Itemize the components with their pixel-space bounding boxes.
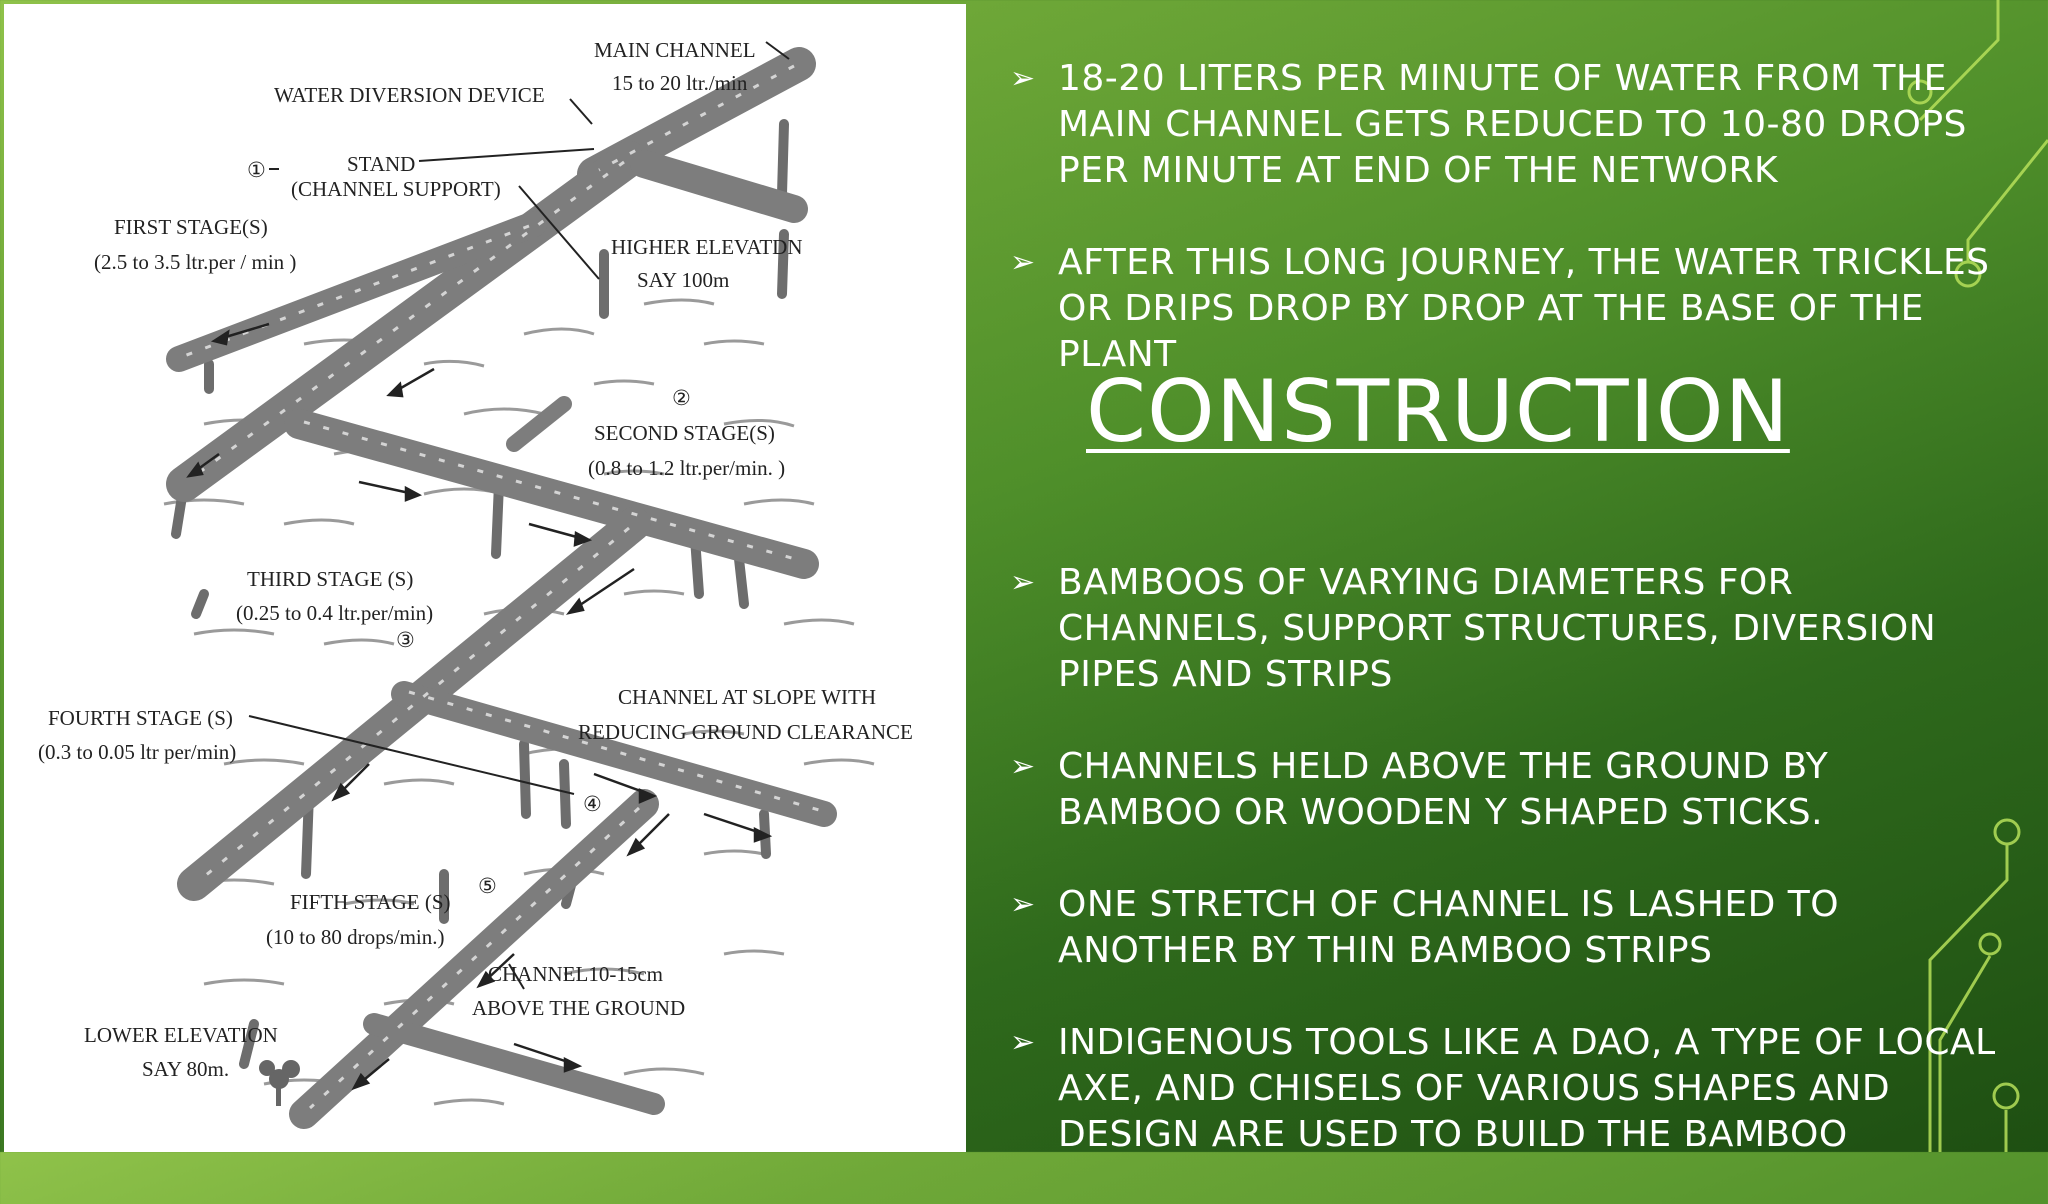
bamboo-texture bbox=[183, 64, 820, 1110]
label-first-stage: FIRST STAGE(S) bbox=[114, 215, 268, 239]
label-channel-height: CHANNEL10-15cm bbox=[488, 962, 663, 986]
label-stand: STAND bbox=[347, 152, 415, 176]
label-lower-elevation: LOWER ELEVATION bbox=[84, 1023, 278, 1047]
bullet-text: 18-20 LITERS PER MINUTE OF WATER FROM TH… bbox=[1058, 58, 1967, 191]
label-say-80m: SAY 80m. bbox=[142, 1057, 229, 1081]
label-channel-slope: CHANNEL AT SLOPE WITH bbox=[618, 685, 876, 709]
label-third-number: ③ bbox=[396, 628, 415, 652]
label-first-rate: (2.5 to 3.5 ltr.per / min ) bbox=[94, 250, 296, 274]
bottom-bullet-list: ➢ BAMBOOS OF VARYING DIAMETERS FOR CHANN… bbox=[1010, 560, 2000, 1204]
label-fifth-rate: (10 to 80 drops/min.) bbox=[266, 925, 445, 949]
bamboo-channels bbox=[166, 47, 837, 1129]
label-channel-support: (CHANNEL SUPPORT) bbox=[291, 177, 501, 201]
label-stand-number: ① bbox=[247, 158, 266, 182]
label-reducing-clearance: REDUCING GROUND CLEARANCE bbox=[578, 720, 913, 744]
label-third-stage: THIRD STAGE (S) bbox=[247, 567, 413, 591]
label-say-100m: SAY 100m bbox=[637, 268, 729, 292]
label-third-rate: (0.25 to 0.4 ltr.per/min) bbox=[236, 601, 433, 625]
label-fourth-number: ④ bbox=[583, 792, 602, 816]
label-higher-elevation: HIGHER ELEVATDN bbox=[611, 235, 803, 259]
slide-heading: CONSTRUCTION bbox=[1086, 362, 1790, 462]
bullet-item: ➢ CHANNELS HELD ABOVE THE GROUND BY BAMB… bbox=[1010, 744, 2000, 836]
arrow-bullet-icon: ➢ bbox=[1010, 565, 1036, 600]
bullet-text: CHANNELS HELD ABOVE THE GROUND BY BAMBOO… bbox=[1058, 746, 1829, 833]
bullet-item: ➢ ONE STRETCH OF CHANNEL IS LASHED TO AN… bbox=[1010, 882, 2000, 974]
label-fourth-rate: (0.3 to 0.05 ltr per/min) bbox=[38, 740, 236, 764]
leader-lines bbox=[248, 41, 790, 990]
bullet-item: ➢ AFTER THIS LONG JOURNEY, THE WATER TRI… bbox=[1010, 240, 2000, 378]
flow-arrows bbox=[186, 322, 773, 1091]
arrow-bullet-icon: ➢ bbox=[1010, 61, 1036, 96]
arrow-bullet-icon: ➢ bbox=[1010, 245, 1036, 280]
bullet-text: INDIGENOUS TOOLS LIKE A DAO, A TYPE OF L… bbox=[1058, 1022, 1996, 1155]
label-fifth-number: ⑤ bbox=[478, 874, 497, 898]
label-fourth-stage: FOURTH STAGE (S) bbox=[48, 706, 233, 730]
diagram-svg: MAIN CHANNEL 15 to 20 ltr./min WATER DIV… bbox=[38, 38, 913, 1129]
drip-irrigation-diagram: MAIN CHANNEL 15 to 20 ltr./min WATER DIV… bbox=[4, 4, 966, 1152]
arrow-bullet-icon: ➢ bbox=[1010, 887, 1036, 922]
label-above-ground: ABOVE THE GROUND bbox=[472, 996, 685, 1020]
bullet-item: ➢ 18-20 LITERS PER MINUTE OF WATER FROM … bbox=[1010, 56, 2000, 194]
slide: MAIN CHANNEL 15 to 20 ltr./min WATER DIV… bbox=[4, 0, 2048, 1152]
label-second-number: ② bbox=[672, 386, 691, 410]
label-water-diversion: WATER DIVERSION DEVICE bbox=[274, 83, 545, 107]
label-second-stage: SECOND STAGE(S) bbox=[594, 421, 775, 445]
top-bullet-list: ➢ 18-20 LITERS PER MINUTE OF WATER FROM … bbox=[1010, 56, 2000, 424]
arrow-bullet-icon: ➢ bbox=[1010, 1025, 1036, 1060]
bullet-text: BAMBOOS OF VARYING DIAMETERS FOR CHANNEL… bbox=[1058, 562, 1937, 695]
label-main-channel: MAIN CHANNEL bbox=[594, 38, 756, 62]
bullet-text: AFTER THIS LONG JOURNEY, THE WATER TRICK… bbox=[1058, 242, 1990, 375]
label-fifth-stage: FIFTH STAGE (S) bbox=[290, 890, 451, 914]
arrow-bullet-icon: ➢ bbox=[1010, 749, 1036, 784]
plant-icon bbox=[259, 1060, 300, 1106]
bullet-item: ➢ INDIGENOUS TOOLS LIKE A DAO, A TYPE OF… bbox=[1010, 1020, 2000, 1158]
label-second-rate: (0.8 to 1.2 ltr.per/min. ) bbox=[588, 456, 785, 480]
bullet-text: ONE STRETCH OF CHANNEL IS LASHED TO ANOT… bbox=[1058, 884, 1840, 971]
bullet-item: ➢ BAMBOOS OF VARYING DIAMETERS FOR CHANN… bbox=[1010, 560, 2000, 698]
label-main-channel-rate: 15 to 20 ltr./min bbox=[612, 71, 748, 95]
